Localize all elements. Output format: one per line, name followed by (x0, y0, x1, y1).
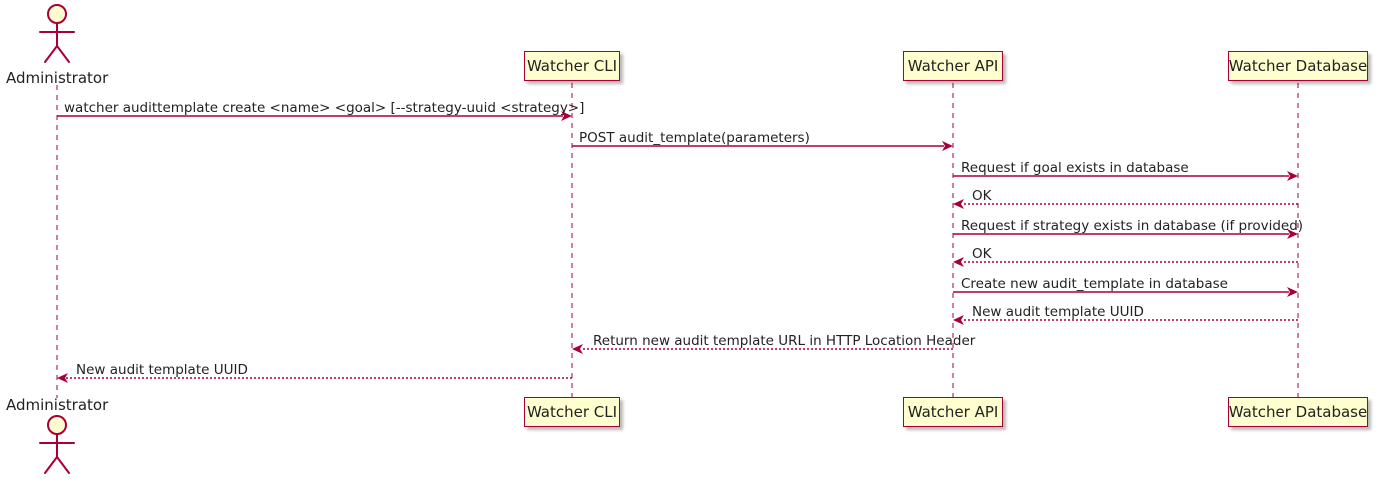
message-label-8: New audit template UUID (972, 304, 1144, 320)
message-arrowhead-3 (1287, 171, 1298, 181)
actor-label-administrator-top: Administrator (6, 69, 108, 87)
message-arrowhead-6 (953, 257, 964, 267)
message-arrowhead-9 (572, 344, 583, 354)
message-text: Request if strategy exists in database (… (961, 218, 1304, 234)
message-text: Request if goal exists in database (961, 160, 1189, 176)
actor-label-text: Administrator (6, 69, 109, 87)
message-arrowhead-10 (57, 373, 68, 383)
message-arrowhead-4 (953, 199, 964, 209)
message-label-5: Request if strategy exists in database (… (961, 218, 1303, 234)
message-text: Return new audit template URL in HTTP Lo… (593, 333, 976, 349)
message-arrowhead-2 (942, 141, 953, 151)
participant-label: Watcher API (907, 403, 999, 421)
message-label-2: POST audit_template(parameters) (579, 130, 810, 146)
message-label-6: OK (972, 246, 991, 262)
message-label-7: Create new audit_template in database (961, 276, 1228, 292)
message-label-3: Request if goal exists in database (961, 160, 1189, 176)
participant-box-watcher-api-top[interactable]: Watcher API (903, 51, 1003, 81)
participant-label: Watcher CLI (526, 57, 618, 75)
participant-box-watcher-cli-bottom[interactable]: Watcher CLI (524, 397, 620, 427)
message-text: OK (972, 188, 992, 204)
participant-label: Watcher CLI (526, 403, 618, 421)
actor-leg-left-line (44, 45, 58, 63)
message-arrowhead-5 (1287, 229, 1298, 239)
message-text: watcher audittemplate create <name> <goa… (64, 100, 585, 116)
message-label-1: watcher audittemplate create <name> <goa… (64, 100, 584, 116)
actor-administrator-top (39, 4, 75, 63)
actor-head-icon (47, 415, 67, 435)
lifelines (56, 83, 1299, 398)
message-text: New audit template UUID (972, 304, 1144, 320)
participant-box-watcher-api-bottom[interactable]: Watcher API (903, 397, 1003, 427)
participant-box-watcher-cli-top[interactable]: Watcher CLI (524, 51, 620, 81)
participant-box-watcher-database-bottom[interactable]: Watcher Database (1228, 397, 1368, 427)
participant-label: Watcher API (907, 57, 999, 75)
actor-leg-left-line (44, 456, 58, 474)
actor-label-administrator-bottom: Administrator (6, 396, 108, 414)
message-text: OK (972, 246, 992, 262)
message-arrowhead-7 (1287, 287, 1298, 297)
message-text: New audit template UUID (76, 362, 248, 378)
actor-leg-right-line (56, 456, 70, 474)
participant-box-watcher-database-top[interactable]: Watcher Database (1228, 51, 1368, 81)
actor-administrator-bottom (39, 415, 75, 474)
actor-head-icon (47, 4, 67, 24)
actor-leg-right-line (56, 45, 70, 63)
message-label-10: New audit template UUID (76, 362, 248, 378)
participant-label: Watcher Database (1228, 403, 1368, 421)
message-arrowhead-1 (561, 111, 572, 121)
message-arrowhead-8 (953, 315, 964, 325)
message-text: Create new audit_template in database (961, 276, 1228, 292)
message-label-4: OK (972, 188, 991, 204)
message-arrows (57, 111, 1298, 383)
message-label-9: Return new audit template URL in HTTP Lo… (593, 333, 975, 349)
participant-label: Watcher Database (1228, 57, 1368, 75)
actor-label-text: Administrator (6, 396, 109, 414)
message-text: POST audit_template(parameters) (579, 130, 810, 146)
